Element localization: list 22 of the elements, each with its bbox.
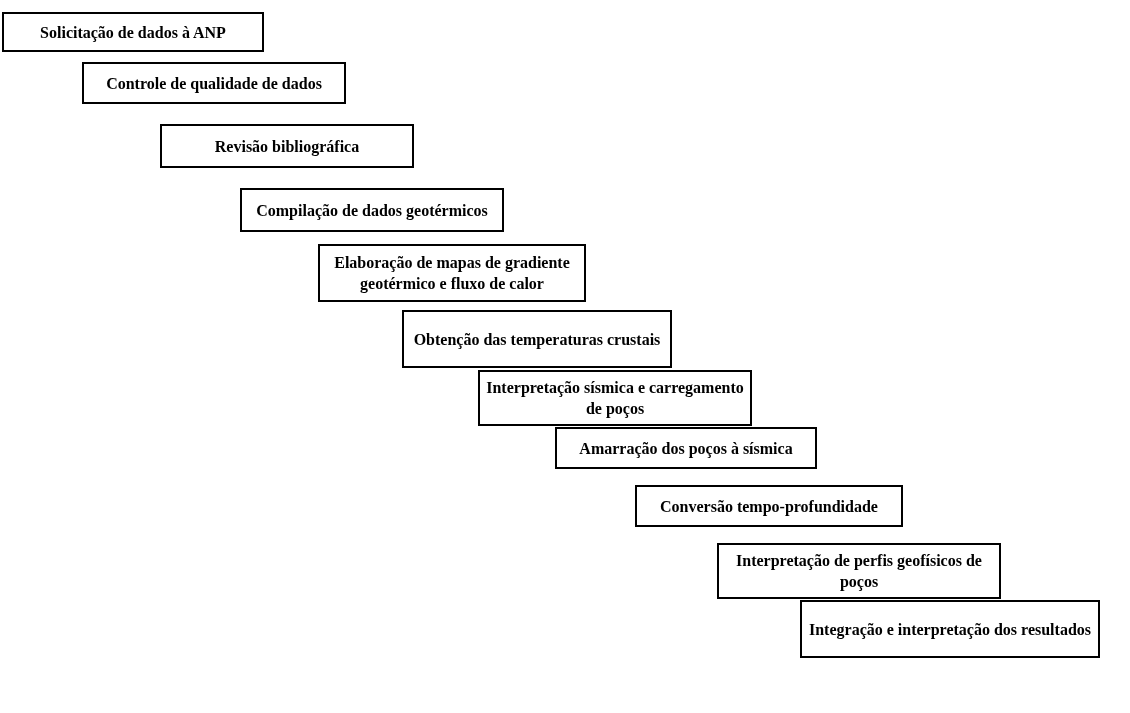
process-box [717, 543, 1001, 599]
step-label: Amarração dos poços à sísmica [579, 438, 793, 459]
process-box [240, 188, 504, 232]
process-box [402, 310, 672, 368]
step-label: Interpretação sísmica e carregamento de poços [485, 378, 745, 419]
process-box [318, 244, 586, 302]
step-label: Conversão tempo-profundidade [660, 496, 878, 517]
step-label: Revisão bibliográfica [214, 136, 360, 157]
step-label: Solicitação de dados à ANP [40, 22, 226, 43]
step-label: Elaboração de mapas de gradiente geotérmico e fluxo de calor [333, 253, 571, 294]
step-label: Interpretação de perfis geofísicos de poços [735, 551, 983, 592]
step-label: Controle de qualidade de dados [106, 73, 322, 94]
process-box [160, 124, 414, 168]
process-box [2, 12, 264, 52]
step-label: Compilação de dados geotérmicos [256, 200, 488, 221]
process-box [800, 600, 1100, 658]
step-label: Integração e interpretação dos resultados [808, 619, 1091, 640]
process-box [478, 370, 752, 426]
process-box [555, 427, 817, 469]
process-box [635, 485, 903, 527]
step-label: Obtenção das temperaturas crustais [413, 329, 661, 350]
process-box [82, 62, 346, 104]
